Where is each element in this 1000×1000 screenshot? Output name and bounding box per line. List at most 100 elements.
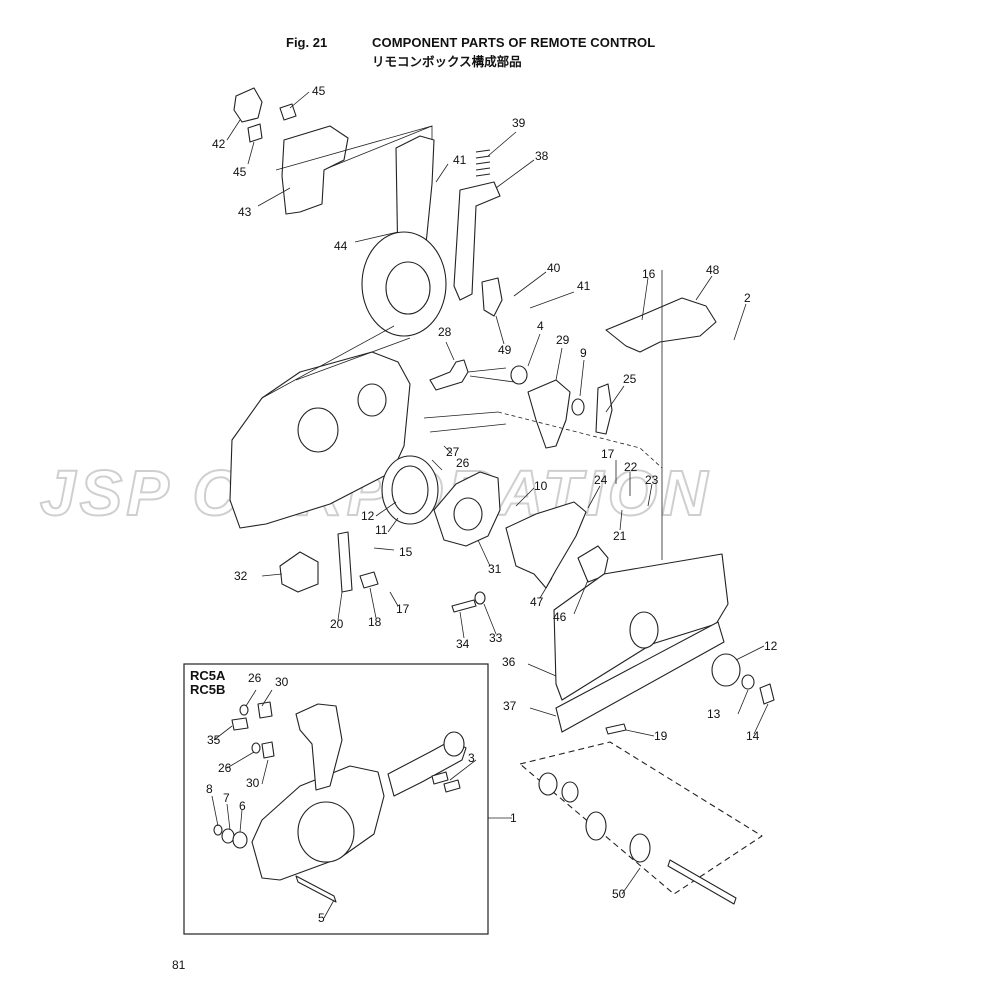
inset-part-3-shape	[431, 771, 461, 793]
page-number: 81	[172, 958, 186, 972]
callout-label: 21	[613, 529, 627, 543]
part-11-inner-shape	[391, 465, 429, 515]
housing-bore-shape	[297, 407, 339, 453]
inset-part-6-shape	[232, 831, 248, 849]
part-49-shape	[481, 277, 503, 317]
callout-label: 24	[594, 473, 608, 487]
callout-label: 26	[456, 456, 470, 470]
inset-variant-label: RC5A	[190, 668, 226, 683]
callout-label: 2	[744, 291, 751, 305]
inset-part-8-shape	[213, 824, 223, 836]
callout-label: 1	[510, 811, 517, 825]
callout-label: 46	[553, 610, 567, 624]
callout-label: 42	[212, 137, 226, 151]
part-44-hub-shape	[385, 261, 431, 315]
inset-harness-shape	[387, 739, 467, 797]
callout-label: 27	[446, 445, 460, 459]
callout-label: 5	[318, 911, 325, 925]
callout-label: 37	[503, 699, 517, 713]
part-28-shape	[429, 359, 469, 391]
callout-label: 20	[330, 617, 344, 631]
part-19-shape	[605, 723, 627, 735]
housing-bore-2-shape	[357, 383, 387, 417]
callout-label: 6	[239, 799, 246, 813]
callout-label: 22	[624, 460, 638, 474]
part-43-shape	[281, 125, 349, 215]
callout-label: 13	[707, 707, 721, 721]
callout-labels: 45 42 45 43 44 41 39 38 40 41 49 16 48 2…	[206, 84, 778, 925]
callout-label: 4	[537, 319, 544, 333]
inset-part-7-shape	[221, 828, 235, 844]
reference-line-2	[275, 125, 433, 171]
part-47-shape	[577, 545, 609, 583]
part-33-shape	[474, 591, 486, 605]
callout-label: 23	[645, 473, 659, 487]
callout-label: 29	[556, 333, 570, 347]
inset-nut-2-shape	[251, 742, 261, 754]
callout-label: 8	[206, 782, 213, 796]
callout-label: 41	[453, 153, 467, 167]
callout-label: 9	[580, 346, 587, 360]
callout-label: 15	[399, 545, 413, 559]
inset-clip-shape	[231, 717, 249, 731]
callout-label: 19	[654, 729, 668, 743]
leader-lines	[211, 91, 769, 919]
callout-label: 36	[502, 655, 516, 669]
part-9-shape	[571, 398, 585, 416]
callout-label: 39	[512, 116, 526, 130]
figure-number: Fig. 21	[286, 35, 328, 50]
part-50-bolt-shape	[667, 859, 737, 905]
callout-label: 11	[375, 523, 388, 537]
callout-label: 12	[361, 509, 375, 523]
callout-label: 16	[642, 267, 656, 281]
callout-label: 33	[489, 631, 503, 645]
figure-subtitle: リモコンボックス構成部品	[372, 54, 522, 69]
callout-label: 31	[488, 562, 502, 576]
part-16-shape	[605, 297, 717, 353]
callout-label: 17	[396, 602, 410, 616]
figure-title: COMPONENT PARTS OF REMOTE CONTROL	[372, 35, 656, 50]
callout-label: 30	[246, 776, 260, 790]
callout-label: 30	[275, 675, 289, 689]
inset-nut-shape	[239, 704, 249, 716]
inset-box	[183, 663, 489, 935]
part-38-shape	[453, 181, 501, 301]
part-4-shape	[510, 365, 528, 385]
callout-label: 41	[577, 279, 591, 293]
callout-label: 35	[207, 733, 221, 747]
callout-label: 43	[238, 205, 252, 219]
callout-label: 26	[248, 671, 262, 685]
part-50-spacer-2-shape	[561, 781, 579, 803]
inset-block-shape	[257, 701, 273, 719]
part-14-shape	[759, 683, 775, 705]
callout-label: 26	[218, 761, 232, 775]
callout-label: 28	[438, 325, 452, 339]
callout-label: 48	[706, 263, 720, 277]
callout-label: 38	[535, 149, 549, 163]
callout-label: 45	[233, 165, 247, 179]
callout-label: 7	[223, 791, 230, 805]
callout-label: 18	[368, 615, 382, 629]
callout-label: 34	[456, 637, 470, 651]
inset-housing-bore-shape	[297, 801, 355, 863]
part-29-shape	[527, 379, 571, 449]
part-37-shape	[555, 621, 725, 733]
part-32-shape	[279, 551, 319, 593]
inset-handle-shape	[295, 703, 343, 791]
part-24-shape	[505, 501, 587, 589]
callout-label: 47	[530, 595, 544, 609]
part-45-shape	[279, 103, 297, 121]
reference-line	[261, 325, 411, 399]
part-50-plate-2-shape	[629, 833, 651, 863]
reference-line-3	[467, 367, 515, 383]
part-42-shape	[233, 87, 263, 123]
part-36-bore-shape	[629, 611, 659, 649]
inset-bolt-shape	[295, 875, 337, 903]
callout-label: 50	[612, 887, 626, 901]
part-39-shape	[475, 149, 491, 177]
callout-label: 40	[547, 261, 561, 275]
part-50-spacer-shape	[538, 772, 558, 796]
inset-block-2-shape	[261, 741, 275, 759]
